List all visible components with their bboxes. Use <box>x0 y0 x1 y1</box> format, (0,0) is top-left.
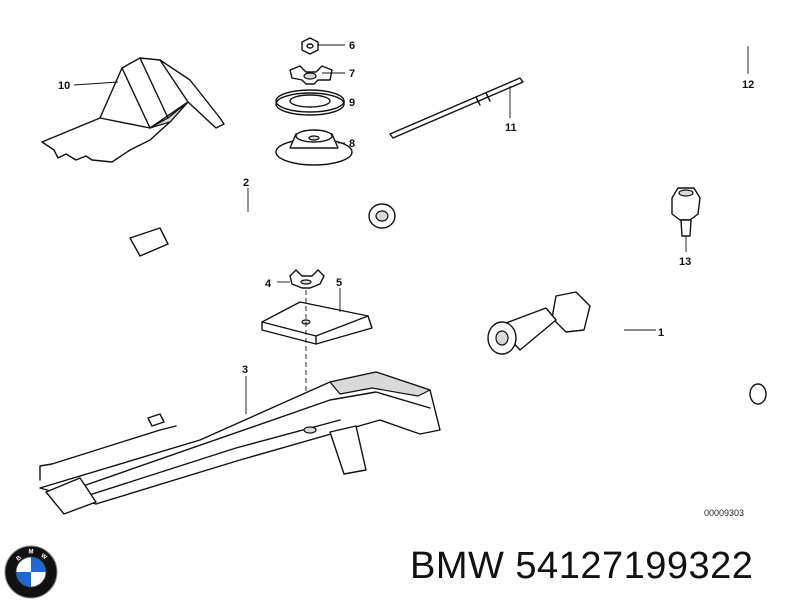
bmw-roundel-icon: B M W <box>4 545 58 599</box>
callout-4: 4 <box>265 278 272 290</box>
svg-text:M: M <box>29 550 34 556</box>
part-6-nut <box>301 37 319 55</box>
callout-12: 12 <box>742 79 754 91</box>
part-8-mount <box>275 129 353 166</box>
callout-8: 8 <box>349 138 355 150</box>
callout-11: 11 <box>505 122 517 134</box>
callout-13: 13 <box>679 256 691 268</box>
part-7-wing-nut <box>289 65 333 85</box>
svg-text:W: W <box>39 553 47 561</box>
part-2-wheel-brace <box>90 198 396 257</box>
callout-6: 6 <box>349 40 355 52</box>
part-13-bolt <box>671 187 701 237</box>
callout-9: 9 <box>349 97 355 109</box>
callout-5: 5 <box>336 277 342 289</box>
leader-10 <box>73 81 119 86</box>
svg-text:B: B <box>16 555 24 563</box>
callout-10: 10 <box>58 80 70 92</box>
part-5-plate <box>261 301 373 345</box>
part-10-wheel-chock <box>41 57 225 163</box>
part-4-wing-nut <box>289 269 325 289</box>
footer-part-label: BMW 54127199322 <box>410 545 754 587</box>
callout-1: 1 <box>658 327 664 339</box>
diagram-reference-code: 00009303 <box>704 508 744 518</box>
part-9-ring <box>275 89 345 116</box>
part-12-hex-key <box>652 22 766 112</box>
part-3-jack <box>39 371 441 515</box>
callout-7: 7 <box>349 68 355 80</box>
part-1-wrench <box>433 229 767 405</box>
callout-2: 2 <box>243 177 249 189</box>
callout-3: 3 <box>242 364 248 376</box>
part-11-rod <box>389 77 524 139</box>
